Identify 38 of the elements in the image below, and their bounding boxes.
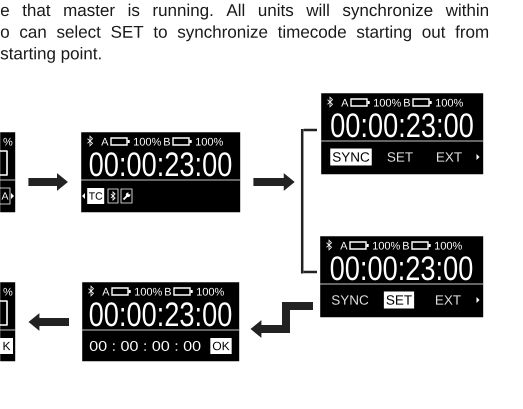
status-text: A bbox=[102, 288, 110, 296]
status-text: 100% bbox=[134, 138, 161, 146]
timecode-display: 00:00:23:00 bbox=[330, 256, 472, 280]
menu-item: EXT bbox=[436, 295, 461, 305]
connector-line bbox=[304, 270, 317, 274]
status-text: A bbox=[340, 242, 348, 250]
bracket-bar bbox=[300, 128, 304, 274]
selected-menu-item: SET bbox=[384, 292, 414, 308]
menu-tab: A bbox=[0, 188, 10, 204]
timecode-display: 00:00:23:00 bbox=[90, 302, 232, 326]
status-text: A bbox=[101, 138, 109, 146]
status-text: 100% bbox=[196, 138, 223, 146]
body-text: e that master is running. All units will synchronize within bbox=[0, 4, 488, 20]
status-text: 100% bbox=[374, 98, 401, 107]
status-text: B bbox=[404, 98, 410, 106]
body-text: starting point. bbox=[0, 46, 101, 63]
timecode-display: 00:00:23:00 bbox=[331, 113, 473, 138]
status-text: B bbox=[165, 288, 171, 296]
status-text: 100% bbox=[197, 288, 224, 296]
menu-item: SYNC bbox=[332, 295, 368, 305]
selected-tab: TC bbox=[87, 188, 104, 204]
status-text: % bbox=[3, 138, 12, 146]
status-text: % bbox=[3, 288, 12, 296]
status-text: 100% bbox=[435, 242, 462, 250]
status-text: 100% bbox=[373, 242, 400, 250]
selected-menu-item: SYNC bbox=[330, 148, 372, 166]
confirm-button: K bbox=[0, 338, 13, 354]
timecode-entry: 00 : 00 : 00 : 00 bbox=[90, 341, 200, 351]
menu-item: EXT bbox=[436, 152, 462, 162]
status-text: A bbox=[341, 98, 348, 106]
menu-item: SET bbox=[387, 152, 413, 162]
connector-line bbox=[304, 128, 317, 132]
body-text: o can select SET to synchronize timecode starting out from bbox=[0, 25, 488, 42]
status-text: 100% bbox=[135, 288, 162, 296]
timecode-display: 00:00:23:00 bbox=[90, 152, 232, 176]
status-text: B bbox=[164, 138, 170, 146]
status-text: B bbox=[403, 242, 409, 250]
status-text: 100% bbox=[436, 98, 463, 107]
